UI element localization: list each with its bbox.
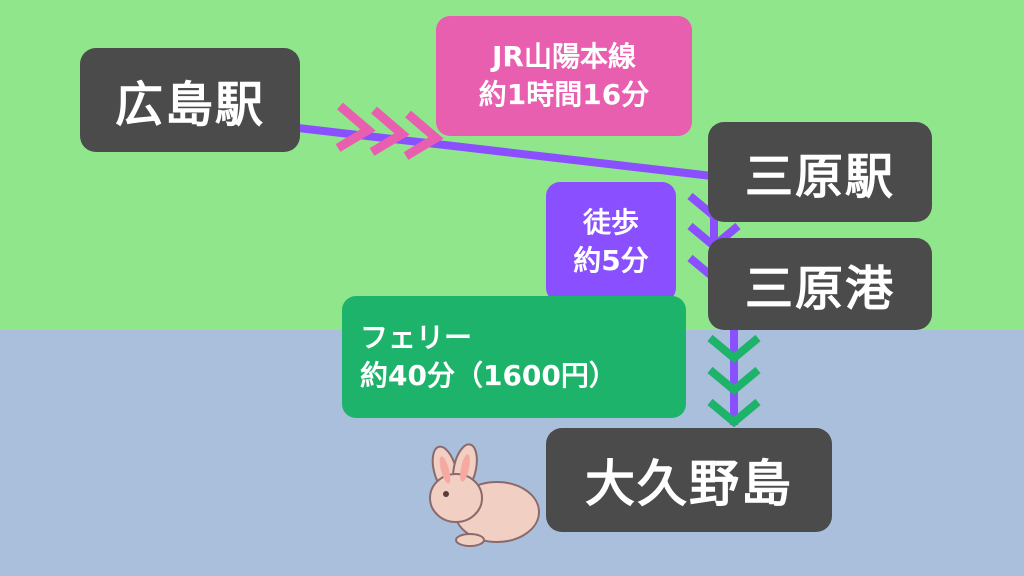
train-line-name: JR山陽本線 bbox=[492, 40, 636, 74]
ferry-label: フェリー bbox=[360, 321, 473, 355]
station-mihara-label: 三原駅 bbox=[744, 149, 895, 205]
train-direction-arrows bbox=[335, 102, 444, 160]
walk-label: 徒歩 bbox=[582, 206, 639, 240]
ferry-leg-label: フェリー 約40分（1600円） bbox=[342, 296, 686, 418]
station-mihara-port-label: 三原港 bbox=[744, 261, 895, 317]
train-duration: 約1時間16分 bbox=[478, 78, 650, 111]
train-leg-label: JR山陽本線 約1時間16分 bbox=[436, 16, 692, 136]
station-hiroshima-label: 広島駅 bbox=[114, 77, 265, 133]
walk-duration: 約5分 bbox=[573, 244, 649, 277]
station-okunoshima-label: 大久野島 bbox=[585, 455, 793, 513]
ferry-direction-arrows bbox=[707, 334, 761, 428]
ferry-duration-price: 約40分（1600円） bbox=[360, 359, 617, 392]
walk-leg-label: 徒歩 約5分 bbox=[546, 182, 676, 302]
station-mihara-port: 三原港 bbox=[708, 238, 932, 330]
station-okunoshima: 大久野島 bbox=[546, 428, 832, 532]
station-hiroshima: 広島駅 bbox=[80, 48, 300, 152]
rabbit-icon bbox=[429, 443, 540, 547]
train-route-line bbox=[294, 124, 716, 180]
station-mihara: 三原駅 bbox=[708, 122, 932, 222]
